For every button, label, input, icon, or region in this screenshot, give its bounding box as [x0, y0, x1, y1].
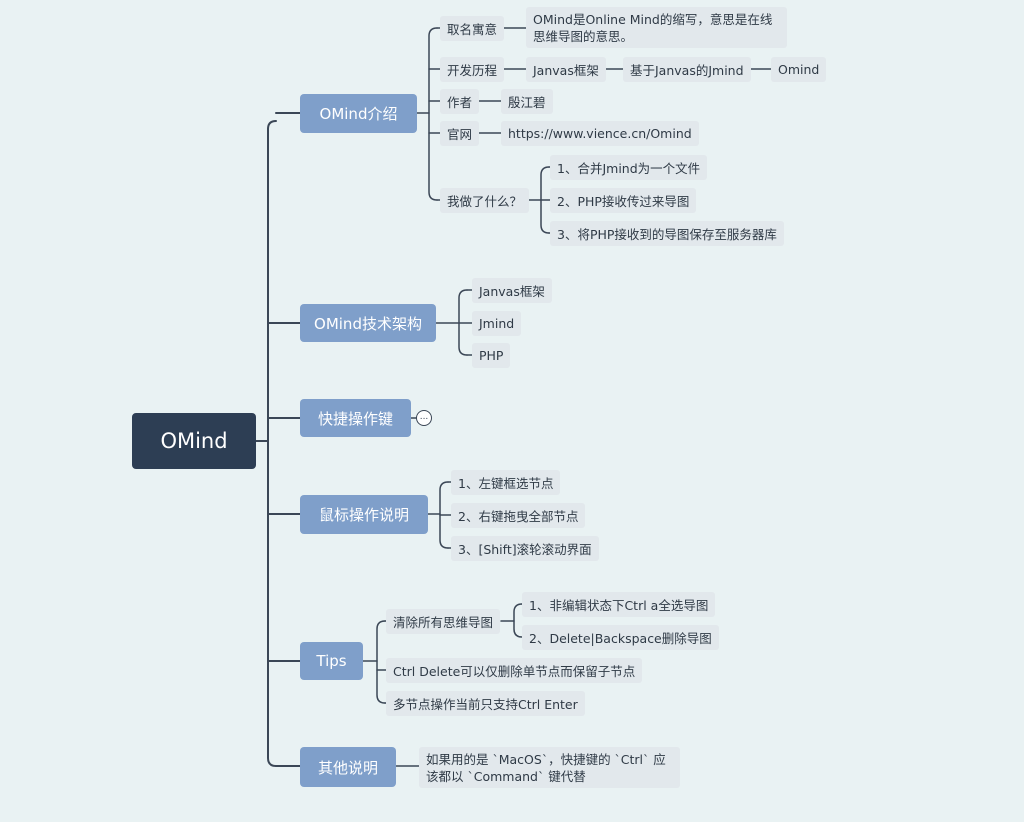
branch-mouse-operations[interactable]: 鼠标操作说明 [300, 495, 428, 534]
node-work-item-2[interactable]: 2、PHP接收传过来导图 [550, 188, 697, 213]
node-work-item-1[interactable]: 1、合并Jmind为一个文件 [550, 155, 708, 180]
node-author[interactable]: 作者 [440, 89, 480, 114]
node-mouse-item-2[interactable]: 2、右键拖曳全部节点 [451, 503, 586, 528]
branch-tips[interactable]: Tips [300, 642, 363, 680]
node-what-i-did[interactable]: 我做了什么？ [440, 188, 530, 213]
root-node[interactable]: OMind [132, 413, 256, 469]
node-clear-item-1[interactable]: 1、非编辑状态下Ctrl a全选导图 [522, 592, 716, 617]
node-mouse-item-3[interactable]: 3、[Shift]滚轮滚动界面 [451, 536, 599, 561]
branch-omind-intro[interactable]: OMind介绍 [300, 94, 417, 133]
node-clear-all[interactable]: 清除所有思维导图 [386, 609, 501, 634]
node-arch-php[interactable]: PHP [472, 343, 511, 368]
expand-collapsed-icon[interactable]: ... [416, 410, 432, 426]
node-other-detail[interactable]: 如果用的是 `MacOS`，快捷键的 `Ctrl` 应该都以 `Command`… [419, 747, 680, 788]
node-website-url[interactable]: https://www.vience.cn/Omind [501, 121, 699, 146]
node-naming-detail[interactable]: OMind是Online Mind的缩写，意思是在线思维导图的意思。 [526, 7, 787, 48]
node-tip-ctrl-enter[interactable]: 多节点操作当前只支持Ctrl Enter [386, 691, 585, 716]
node-mouse-item-1[interactable]: 1、左键框选节点 [451, 470, 561, 495]
node-website[interactable]: 官网 [440, 121, 480, 146]
node-arch-janvas[interactable]: Janvas框架 [472, 278, 552, 303]
node-arch-jmind[interactable]: Jmind [472, 311, 522, 336]
node-tip-ctrl-delete[interactable]: Ctrl Delete可以仅删除单节点而保留子节点 [386, 658, 643, 683]
node-author-name[interactable]: 殷江碧 [501, 89, 553, 114]
node-clear-item-2[interactable]: 2、Delete|Backspace删除导图 [522, 625, 719, 650]
branch-other-notes[interactable]: 其他说明 [300, 747, 396, 787]
node-history[interactable]: 开发历程 [440, 57, 505, 82]
node-history-step-3[interactable]: Omind [771, 57, 827, 82]
branch-shortcuts[interactable]: 快捷操作键 [300, 399, 411, 437]
branch-tech-architecture[interactable]: OMind技术架构 [300, 304, 436, 342]
node-work-item-3[interactable]: 3、将PHP接收到的导图保存至服务器库 [550, 221, 784, 246]
node-history-step-1[interactable]: Janvas框架 [526, 57, 606, 82]
node-history-step-2[interactable]: 基于Janvas的Jmind [623, 57, 751, 82]
node-naming[interactable]: 取名寓意 [440, 16, 505, 41]
